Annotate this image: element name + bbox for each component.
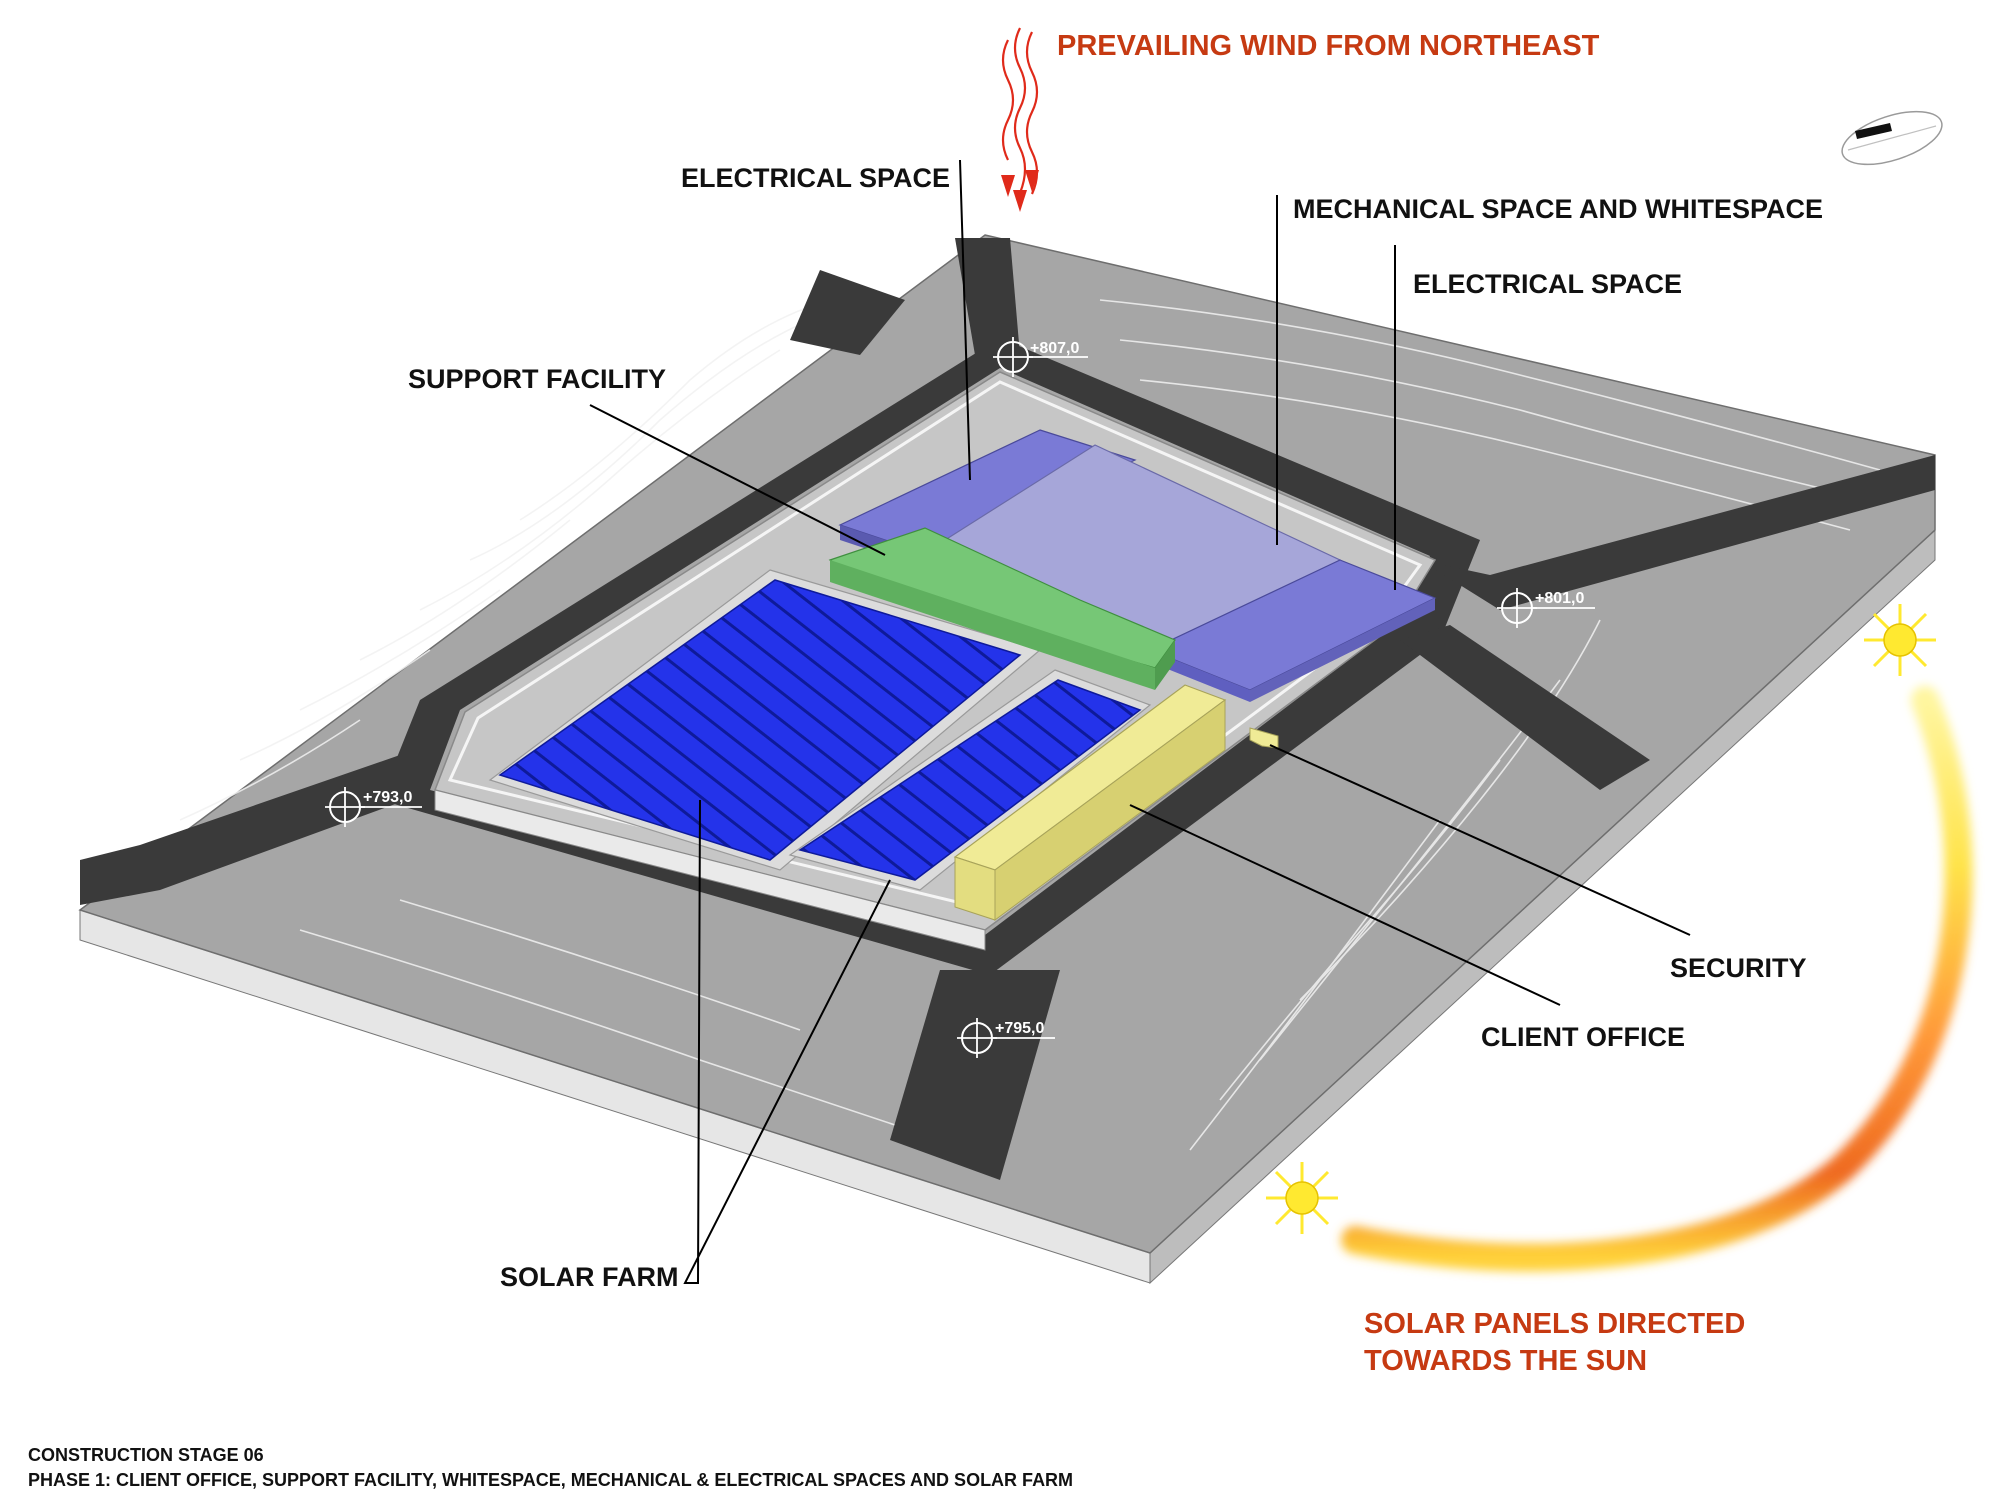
road-northeast xyxy=(1420,455,1935,610)
label-electrical-space-north: ELECTRICAL SPACE xyxy=(681,163,950,193)
label-electrical-space-east: ELECTRICAL SPACE xyxy=(1413,269,1682,299)
leader-lines xyxy=(589,159,1691,1284)
road-east-branch xyxy=(1400,625,1650,790)
north-arrow-icon xyxy=(1841,110,1943,166)
label-solar-farm: SOLAR FARM xyxy=(500,1262,679,1292)
elevation-marker-north: +807,0 xyxy=(993,337,1088,377)
road-south xyxy=(890,970,1060,1180)
road-northwest xyxy=(790,270,905,355)
footer-phase: PHASE 1: CLIENT OFFICE, SUPPORT FACILITY… xyxy=(28,1470,1073,1490)
sun-icon xyxy=(1266,1162,1338,1234)
label-security: SECURITY xyxy=(1670,953,1807,983)
elevation-marker-west: +793,0 xyxy=(325,787,422,827)
sun-note-line1: SOLAR PANELS DIRECTED xyxy=(1364,1308,1745,1340)
wavy-arrow-icon xyxy=(1001,27,1039,212)
support-facility-front xyxy=(830,560,1155,690)
electrical-space-east-front xyxy=(1150,650,1250,702)
leader-solar-farm xyxy=(683,799,891,1284)
leader-electrical-1 xyxy=(959,159,971,481)
road-north xyxy=(955,238,1020,355)
elevation-north-label: +807,0 xyxy=(1030,340,1079,357)
client-office-right xyxy=(994,699,1226,921)
sun-note-line2: TOWARDS THE SUN xyxy=(1364,1345,1647,1377)
platform-edge xyxy=(434,789,986,951)
security-booth xyxy=(1249,727,1279,749)
label-client-office: CLIENT OFFICE xyxy=(1481,1022,1685,1052)
leader-client-office xyxy=(1129,804,1561,1006)
elevation-south-label: +795,0 xyxy=(995,1020,1044,1037)
contour-lines xyxy=(179,299,1881,1161)
elevation-west-label: +793,0 xyxy=(363,789,412,806)
elevation-east-label: +801,0 xyxy=(1535,590,1584,607)
solar-array-1 xyxy=(498,579,1022,861)
sun-path xyxy=(1341,686,1973,1272)
elevation-marker-south: +795,0 xyxy=(957,1018,1055,1058)
leader-support xyxy=(589,404,886,556)
label-support-facility: SUPPORT FACILITY xyxy=(408,364,666,394)
wind-label: PREVAILING WIND FROM NORTHEAST xyxy=(1057,30,1600,62)
sun-arc xyxy=(1341,686,1973,1272)
road-west xyxy=(80,755,420,905)
elevation-marker-east: +801,0 xyxy=(1497,588,1595,628)
sun-icon xyxy=(1864,604,1936,676)
solar-array-2 xyxy=(798,679,1142,881)
label-mechanical-whitespace: MECHANICAL SPACE AND WHITESPACE xyxy=(1293,194,1823,224)
leader-security xyxy=(1269,744,1691,936)
electrical-space-east-right xyxy=(1250,598,1435,702)
footer-stage: CONSTRUCTION STAGE 06 xyxy=(28,1445,264,1465)
solar-farm xyxy=(488,569,1152,891)
support-facility-side xyxy=(1155,640,1175,690)
roads xyxy=(80,238,1935,1180)
buildings xyxy=(828,429,1437,921)
